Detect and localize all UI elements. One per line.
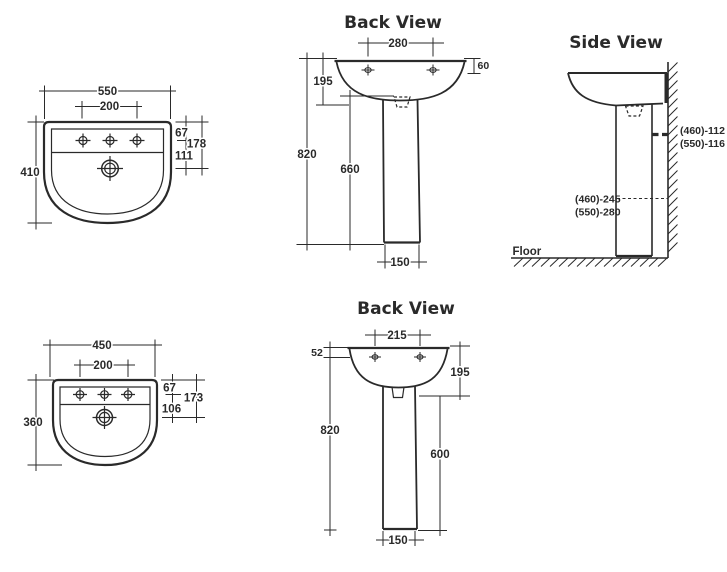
pedestal	[382, 99, 421, 243]
basin-inner-rim	[50, 128, 165, 215]
plan-view-large: 550 200 410 67 178 111	[19, 85, 209, 230]
dim-52: 52	[311, 347, 323, 359]
faucet-holes	[75, 133, 145, 148]
dim-67: 67	[175, 128, 188, 140]
label-supply-460: (460)-245	[575, 194, 621, 206]
dimension-lines	[323, 329, 470, 546]
label-outlet-550: (550)-116	[680, 138, 725, 150]
basin-bowl	[335, 61, 466, 102]
dim-width-450: 450	[92, 340, 111, 352]
dim-depth-410: 410	[20, 167, 39, 179]
back-view-large-title: Back View	[344, 13, 442, 33]
side-view: Side View (460)-112 (550)-116 (460)-245 …	[511, 33, 725, 267]
dimension-lines	[27, 339, 205, 471]
label-outlet-460: (460)-112	[680, 125, 725, 137]
basin-profile	[567, 72, 664, 107]
dim-106: 106	[162, 404, 181, 416]
dim-173: 173	[184, 393, 203, 405]
waste-outline	[391, 386, 405, 399]
dim-holes-200: 200	[93, 360, 112, 372]
waste-outline-hidden	[393, 96, 411, 108]
drain-hole	[97, 156, 123, 181]
dimension-lines	[27, 85, 209, 230]
faucet-holes	[73, 388, 135, 401]
dim-660: 660	[340, 164, 359, 176]
dim-60: 60	[478, 60, 490, 72]
tap-holes	[361, 64, 440, 76]
plan-view-small: 450 200 360 67 173 106	[22, 339, 205, 471]
dim-holes-200: 200	[100, 101, 119, 113]
floor-hatching	[513, 257, 668, 267]
dim-111: 111	[175, 151, 194, 163]
dim-600: 600	[430, 449, 449, 461]
label-supply-550: (550)-280	[575, 207, 621, 219]
back-view-large: Back View 280 60 195 820 660 150	[296, 13, 491, 271]
dim-178: 178	[187, 139, 207, 151]
back-view-small-title: Back View	[357, 299, 455, 319]
basin-outer-outline	[42, 120, 173, 225]
side-view-title: Side View	[569, 33, 663, 53]
dim-width-550: 550	[98, 86, 117, 98]
dim-820: 820	[320, 425, 339, 437]
pedestal	[382, 385, 418, 530]
dim-280: 280	[388, 38, 407, 50]
floor-label: Floor	[513, 246, 542, 258]
dim-195: 195	[450, 367, 470, 379]
wall-hatching	[667, 62, 678, 253]
dim-depth-360: 360	[23, 417, 42, 429]
waste-outline-hidden	[624, 105, 644, 117]
dim-67: 67	[163, 383, 176, 395]
back-view-small: Back View 215 52 195 820 600 150	[310, 299, 472, 549]
tap-holes	[369, 352, 426, 362]
dim-195: 195	[313, 76, 333, 88]
drain-hole	[92, 406, 117, 429]
basin-inner-rim	[59, 386, 151, 458]
dim-215: 215	[387, 330, 407, 342]
basin-bowl	[348, 348, 449, 389]
dimension-lines	[296, 37, 481, 269]
basin-outer-outline	[51, 378, 159, 467]
pedestal-sides	[615, 104, 653, 256]
dim-820: 820	[297, 149, 316, 161]
dim-150: 150	[388, 535, 407, 547]
dim-150: 150	[390, 257, 409, 269]
